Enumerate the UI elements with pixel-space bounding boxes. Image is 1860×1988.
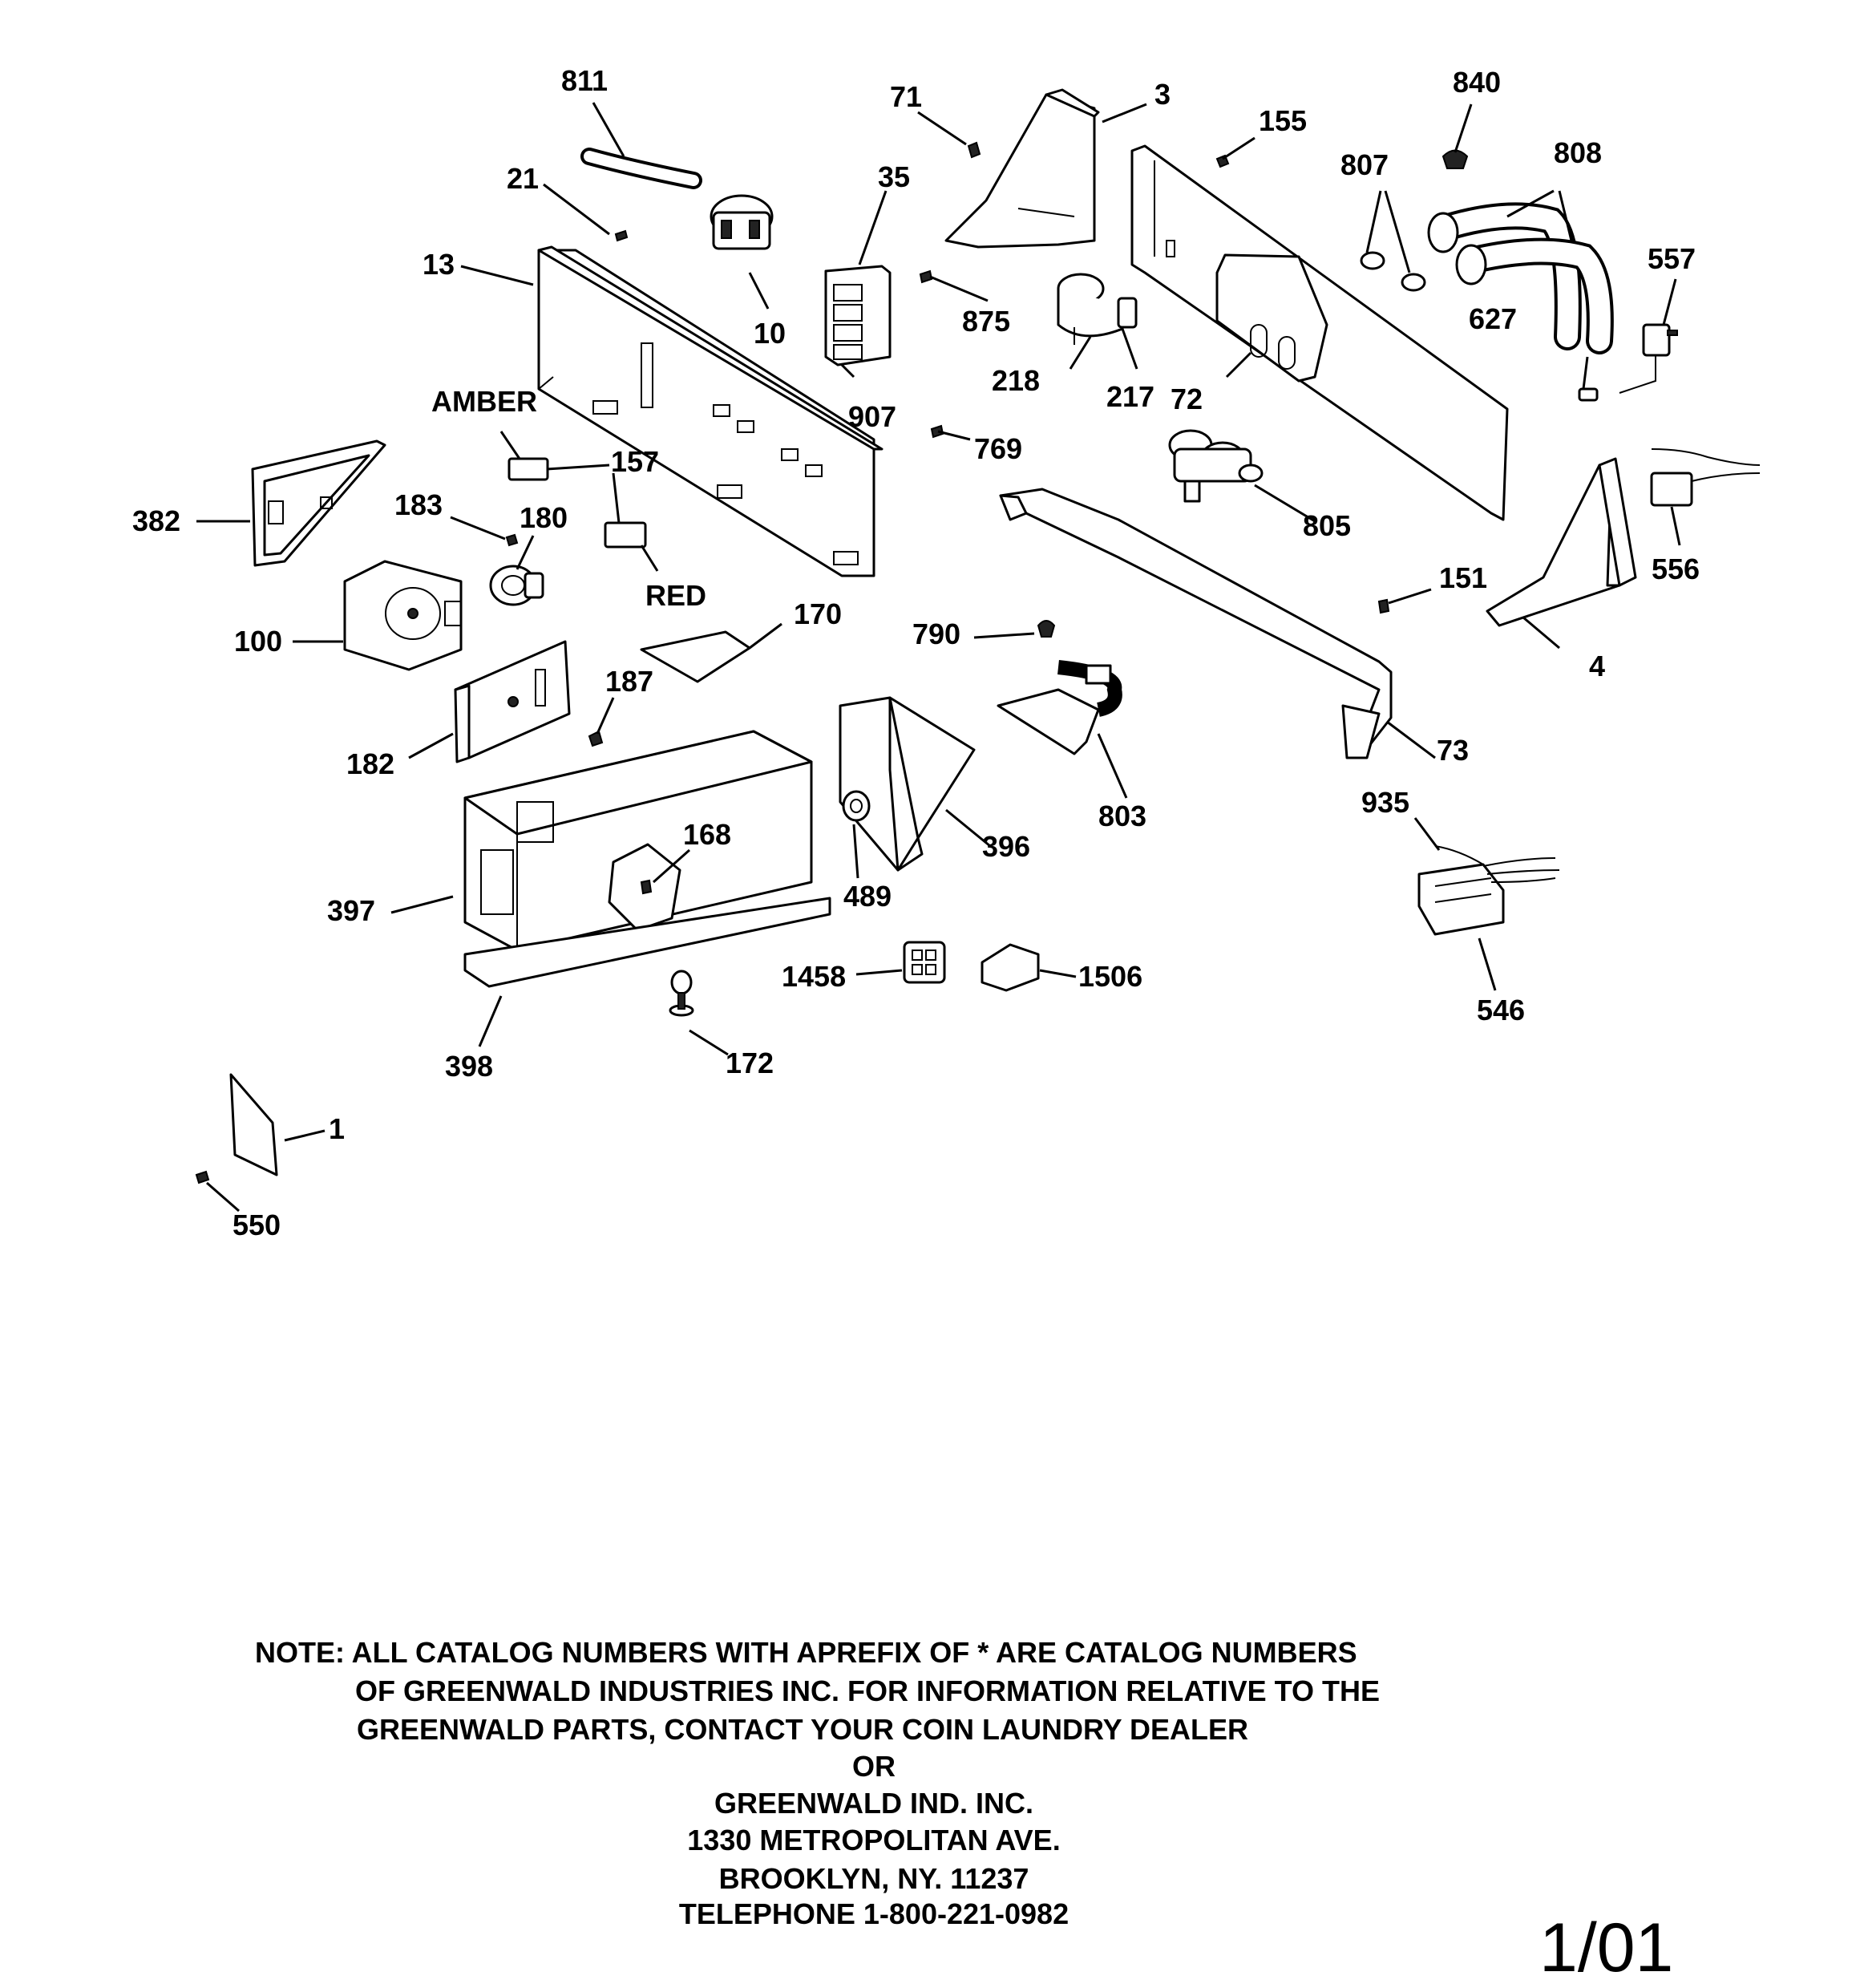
clip-840: [1442, 149, 1469, 169]
label-157: 157: [611, 445, 659, 478]
timer-100: [343, 560, 463, 671]
amber-light: [507, 457, 549, 481]
label-72: 72: [1171, 383, 1203, 415]
label-1: 1: [329, 1112, 345, 1145]
label-180: 180: [520, 501, 568, 534]
washer-807a: [1360, 251, 1385, 270]
plate-170: [640, 630, 751, 683]
control-panel-13: [537, 245, 884, 577]
screw-550: [195, 1170, 210, 1184]
label-556: 556: [1652, 553, 1700, 585]
label-10: 10: [754, 317, 786, 350]
red-light: [604, 521, 647, 549]
label-71: 71: [890, 80, 922, 113]
front-rail-73: [999, 488, 1393, 759]
label-168: 168: [683, 818, 731, 851]
knob-180: [489, 565, 544, 606]
label-803: 803: [1098, 800, 1146, 832]
plug-627: [1578, 387, 1599, 402]
label-769: 769: [974, 432, 1022, 465]
label-amber: AMBER: [431, 385, 537, 418]
washer-807b: [1401, 273, 1426, 292]
label-840: 840: [1453, 66, 1501, 99]
label-382: 382: [132, 504, 180, 537]
envelope-1: [229, 1073, 278, 1176]
label-489: 489: [843, 880, 892, 913]
note-line-5: GREENWALD IND. INC.: [714, 1787, 1033, 1820]
fill-hoses-808: [1427, 202, 1614, 354]
label-550: 550: [232, 1209, 281, 1241]
label-183: 183: [394, 488, 443, 521]
label-3: 3: [1154, 78, 1171, 111]
label-172: 172: [726, 1047, 774, 1079]
bracket-182: [454, 640, 571, 763]
bracket-396: [839, 696, 976, 872]
revision-date: 1/01: [1539, 1909, 1674, 1986]
label-546: 546: [1477, 994, 1525, 1026]
water-valve-805: [1168, 429, 1264, 503]
note-line-1: NOTE: ALL CATALOG NUMBERS WITH APREFIX O…: [255, 1636, 1357, 1669]
switch-557: [1619, 323, 1678, 394]
end-cap-4: [1486, 457, 1637, 627]
label-396: 396: [982, 830, 1030, 863]
escutcheon-382: [251, 439, 386, 567]
label-100: 100: [234, 625, 282, 658]
base-plate-398: [463, 897, 831, 988]
label-808: 808: [1554, 136, 1602, 169]
leader-lines: [196, 102, 1681, 1213]
label-557: 557: [1648, 242, 1696, 275]
label-807: 807: [1340, 148, 1389, 181]
label-907: 907: [848, 400, 896, 433]
connector-1506: [981, 943, 1040, 992]
housing-397: [463, 730, 813, 952]
harness-803: [997, 660, 1122, 755]
note-line-3: GREENWALD PARTS, CONTACT YOUR COIN LAUND…: [357, 1713, 1249, 1746]
label-397: 397: [327, 894, 375, 927]
label-182: 182: [346, 747, 394, 780]
label-red: RED: [645, 579, 706, 612]
label-217: 217: [1106, 380, 1154, 413]
label-187: 187: [605, 665, 653, 698]
label-811: 811: [561, 64, 608, 97]
label-1506: 1506: [1078, 960, 1142, 993]
push-button-switch-907: [824, 265, 892, 366]
note-line-7: BROOKLYN, NY. 11237: [718, 1862, 1029, 1895]
note-line-6: 1330 METROPOLITAN AVE.: [687, 1824, 1061, 1856]
grommet-489: [842, 790, 871, 822]
backsplash-72: [1130, 144, 1509, 521]
pressure-switch-10: [710, 194, 774, 250]
label-170: 170: [794, 597, 842, 630]
label-73: 73: [1437, 734, 1469, 767]
note-line-2: OF GREENWALD INDUSTRIES INC. FOR INFORMA…: [355, 1674, 1380, 1707]
foot-172: [669, 970, 694, 1017]
connector-1458: [903, 941, 946, 984]
label-805: 805: [1303, 509, 1351, 542]
note-line-8: TELEPHONE 1-800-221-0982: [678, 1897, 1070, 1930]
label-398: 398: [445, 1050, 493, 1083]
label-218: 218: [992, 364, 1040, 397]
label-4: 4: [1589, 650, 1605, 682]
capacitor-217: [1057, 273, 1138, 345]
label-151: 151: [1439, 561, 1487, 594]
label-155: 155: [1259, 104, 1307, 137]
label-790: 790: [912, 617, 960, 650]
label-21: 21: [507, 162, 539, 195]
label-1458: 1458: [782, 960, 846, 993]
screw-21: [614, 229, 629, 242]
terminal-block-546: [1417, 845, 1560, 936]
label-627: 627: [1469, 302, 1517, 335]
end-cap-3: [944, 88, 1100, 249]
connector-556: [1650, 448, 1761, 507]
label-935: 935: [1361, 786, 1409, 819]
label-35: 35: [878, 160, 910, 193]
label-13: 13: [423, 248, 455, 281]
label-875: 875: [962, 305, 1010, 338]
note-line-4: OR: [852, 1750, 896, 1783]
